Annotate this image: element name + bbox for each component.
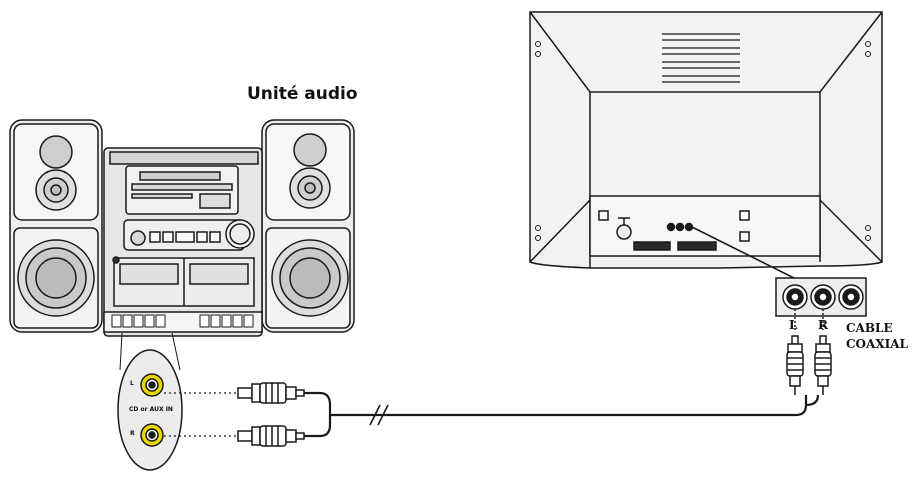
audio-unit-title: Unité audio	[247, 84, 358, 104]
tv-lead-wire	[691, 226, 799, 281]
tv-jack-label-right: R	[818, 318, 828, 332]
input-jack-panel	[117, 349, 183, 471]
cable-label-line2: COAXIAL	[846, 337, 908, 351]
connection-dots	[164, 392, 238, 437]
audio-main-unit	[103, 147, 263, 337]
jack-label-left: L	[130, 380, 134, 387]
cable-label-line1: CABLE	[846, 321, 893, 335]
right-speaker	[261, 119, 355, 333]
coaxial-cable	[304, 391, 820, 438]
left-speaker	[9, 119, 103, 333]
rca-plug-tv-right	[814, 335, 832, 395]
jack-label-right: R	[130, 430, 135, 437]
jack-input-label: CD or AUX IN	[129, 406, 173, 413]
tv-output-jacks	[775, 277, 867, 330]
rca-plug-top	[237, 382, 305, 404]
rca-plug-bottom	[237, 425, 305, 447]
zoom-lines	[119, 332, 181, 371]
cable-label: CABLE COAXIAL	[846, 320, 908, 352]
rca-plug-tv-left	[786, 335, 804, 395]
television-rear	[529, 11, 883, 269]
tv-jack-label-left: L	[789, 318, 798, 332]
